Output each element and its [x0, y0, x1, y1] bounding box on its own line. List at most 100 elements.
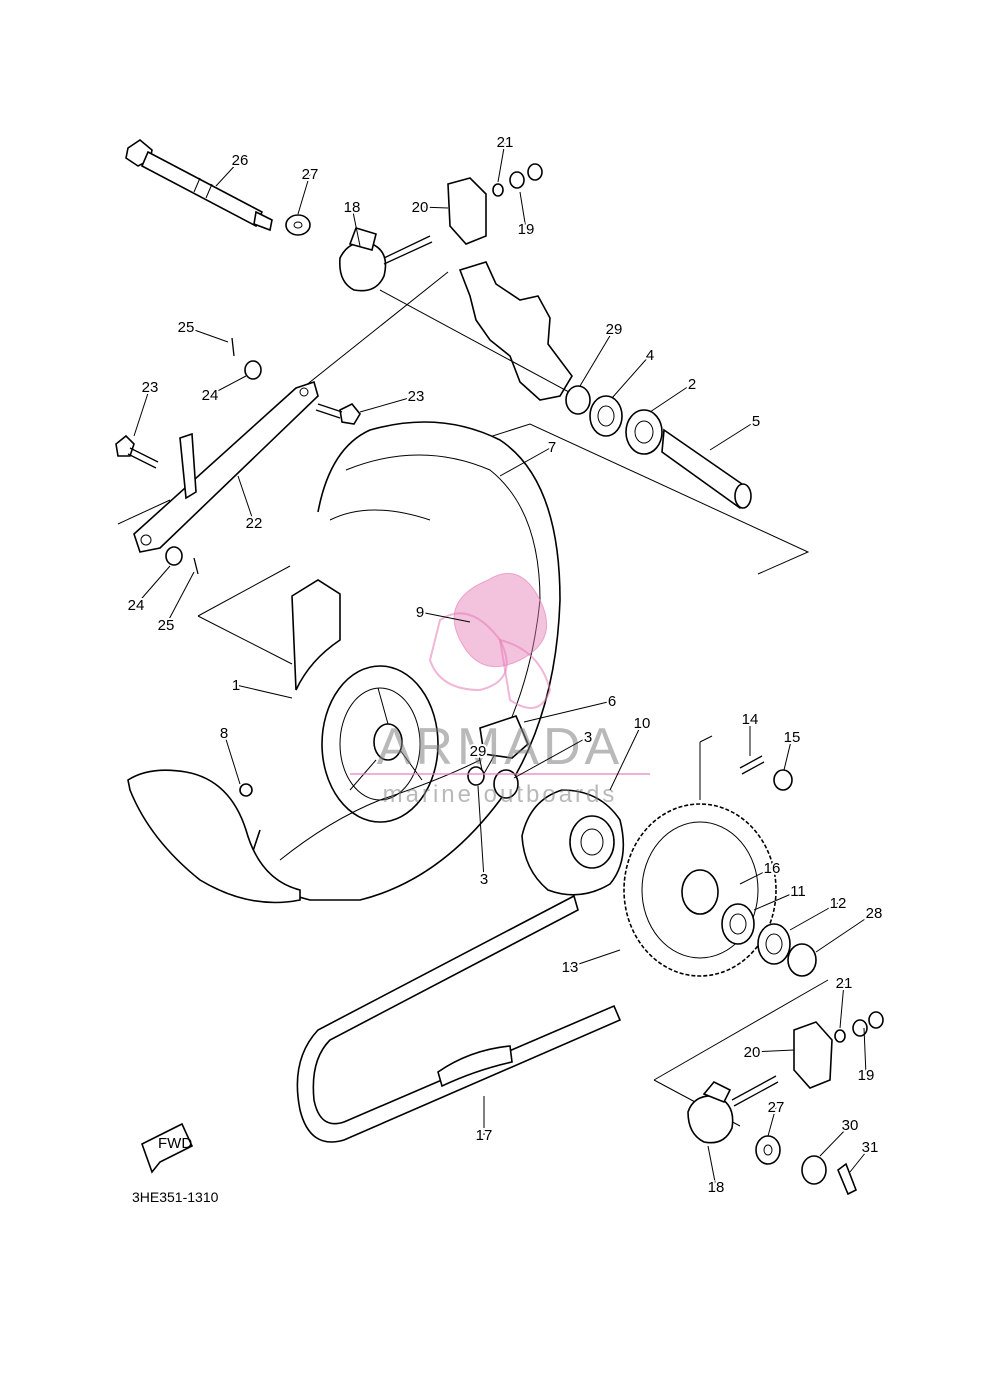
callout-c24a: 24 [202, 387, 219, 404]
callout-leader-line [789, 902, 839, 931]
callout-leader-line [739, 867, 773, 885]
callout-c21b: 21 [836, 975, 853, 992]
callout-c3a: 3 [584, 729, 592, 746]
watermark-tagline: marine outboards [383, 781, 618, 808]
chain-puller-part [793, 1021, 833, 1089]
callout-c4: 4 [646, 347, 654, 364]
oil-seal-part [589, 395, 623, 437]
callout-leader-line [185, 326, 229, 343]
washer-part [755, 1135, 781, 1165]
callout-leader-line [783, 736, 793, 771]
callout-leader-line [497, 141, 506, 183]
callout-leader-line [499, 446, 553, 477]
callout-c18a: 18 [344, 199, 361, 216]
chain-adjuster-part [338, 227, 433, 292]
callout-c7: 7 [548, 439, 556, 456]
callout-leader-line [519, 191, 527, 230]
collar-part [467, 766, 485, 786]
nut-part [244, 360, 262, 380]
callout-leader-line [751, 1049, 795, 1053]
watermark-brand: ARMADA [377, 718, 623, 776]
callout-c27a: 27 [302, 166, 319, 183]
callout-c13: 13 [562, 959, 579, 976]
bearing-part [625, 409, 663, 455]
callout-c27b: 27 [768, 1099, 785, 1116]
callout-leader-line [609, 722, 643, 791]
watermark-logo: ARMADA marine outboards [350, 572, 650, 808]
nut-part [165, 546, 183, 566]
cotter-pin-part [837, 1162, 858, 1196]
callout-c6: 6 [608, 693, 616, 710]
callout-c28: 28 [866, 905, 883, 922]
callout-c14: 14 [742, 711, 759, 728]
fwd-arrow-icon: FWD [141, 1122, 194, 1174]
caliper-bracket-part [458, 261, 573, 401]
callout-leader-line [839, 982, 845, 1029]
callout-leader-line [419, 206, 449, 209]
callout-c12: 12 [830, 895, 847, 912]
axle-part [125, 139, 273, 232]
callout-c5: 5 [752, 413, 760, 430]
collar-part [565, 385, 591, 415]
callout-leader-line [235, 684, 293, 699]
callout-leader-line [419, 611, 471, 623]
washer-part [285, 214, 311, 236]
callout-c26a: 26 [232, 152, 249, 169]
collar-part [787, 943, 817, 977]
callout-c10: 10 [634, 715, 651, 732]
callout-c18b: 18 [708, 1179, 725, 1196]
callout-leader-line [477, 785, 485, 880]
callout-c22: 22 [246, 515, 263, 532]
callout-leader-line [709, 420, 757, 451]
callout-leader-line [513, 736, 589, 779]
fwd-label: FWD [158, 1135, 192, 1152]
callout-c30: 30 [842, 1117, 859, 1134]
callout-c23a: 23 [142, 379, 159, 396]
callout-leader-line [359, 395, 417, 413]
callout-leader-line [215, 159, 241, 187]
hub-damper-part [479, 715, 529, 759]
callout-leader-line [819, 1124, 851, 1157]
callout-c11: 11 [790, 883, 806, 900]
callout-leader-line [707, 1145, 717, 1188]
callout-c29a: 29 [606, 321, 623, 338]
clutch-hub-part [521, 789, 625, 896]
bearing-part [721, 903, 755, 945]
nut-part [773, 769, 793, 791]
callout-c25a: 25 [178, 319, 195, 336]
callout-leader-line [649, 383, 693, 413]
callout-leader-line [209, 375, 247, 396]
bolt-part [239, 783, 253, 797]
callout-leader-line [523, 700, 613, 723]
tension-bar-part [133, 380, 319, 553]
callout-c15: 15 [784, 729, 801, 746]
chain-link-part [437, 1045, 513, 1088]
callout-c25b: 25 [158, 617, 175, 634]
callout-leader-line [579, 328, 615, 387]
callout-c23b: 23 [408, 388, 425, 405]
chain-puller-part [447, 177, 487, 245]
oil-seal-part [757, 923, 791, 965]
callout-c2: 2 [688, 376, 696, 393]
callout-c20a: 20 [412, 199, 429, 216]
castle-nut-part [801, 1155, 827, 1185]
bearing-part [493, 769, 519, 799]
callout-c29b: 29 [470, 743, 487, 760]
callout-leader-line [863, 1027, 867, 1076]
callout-c19a: 19 [518, 221, 535, 238]
callout-leader-line [165, 571, 195, 626]
callout-leader-line [351, 206, 361, 247]
callout-c24b: 24 [128, 597, 145, 614]
callout-leader-line [753, 890, 799, 911]
callout-leader-line [815, 912, 875, 953]
callout-leader-line [133, 386, 151, 437]
callout-c9: 9 [416, 604, 424, 621]
callout-c8: 8 [220, 725, 228, 742]
callout-c21a: 21 [497, 134, 514, 151]
callout-c31: 31 [862, 1139, 879, 1156]
diagram-code: 3HE351-1310 [132, 1189, 219, 1205]
callout-c16: 16 [764, 860, 781, 877]
callout-leader-line [767, 1106, 777, 1137]
callout-c1: 1 [232, 677, 240, 694]
